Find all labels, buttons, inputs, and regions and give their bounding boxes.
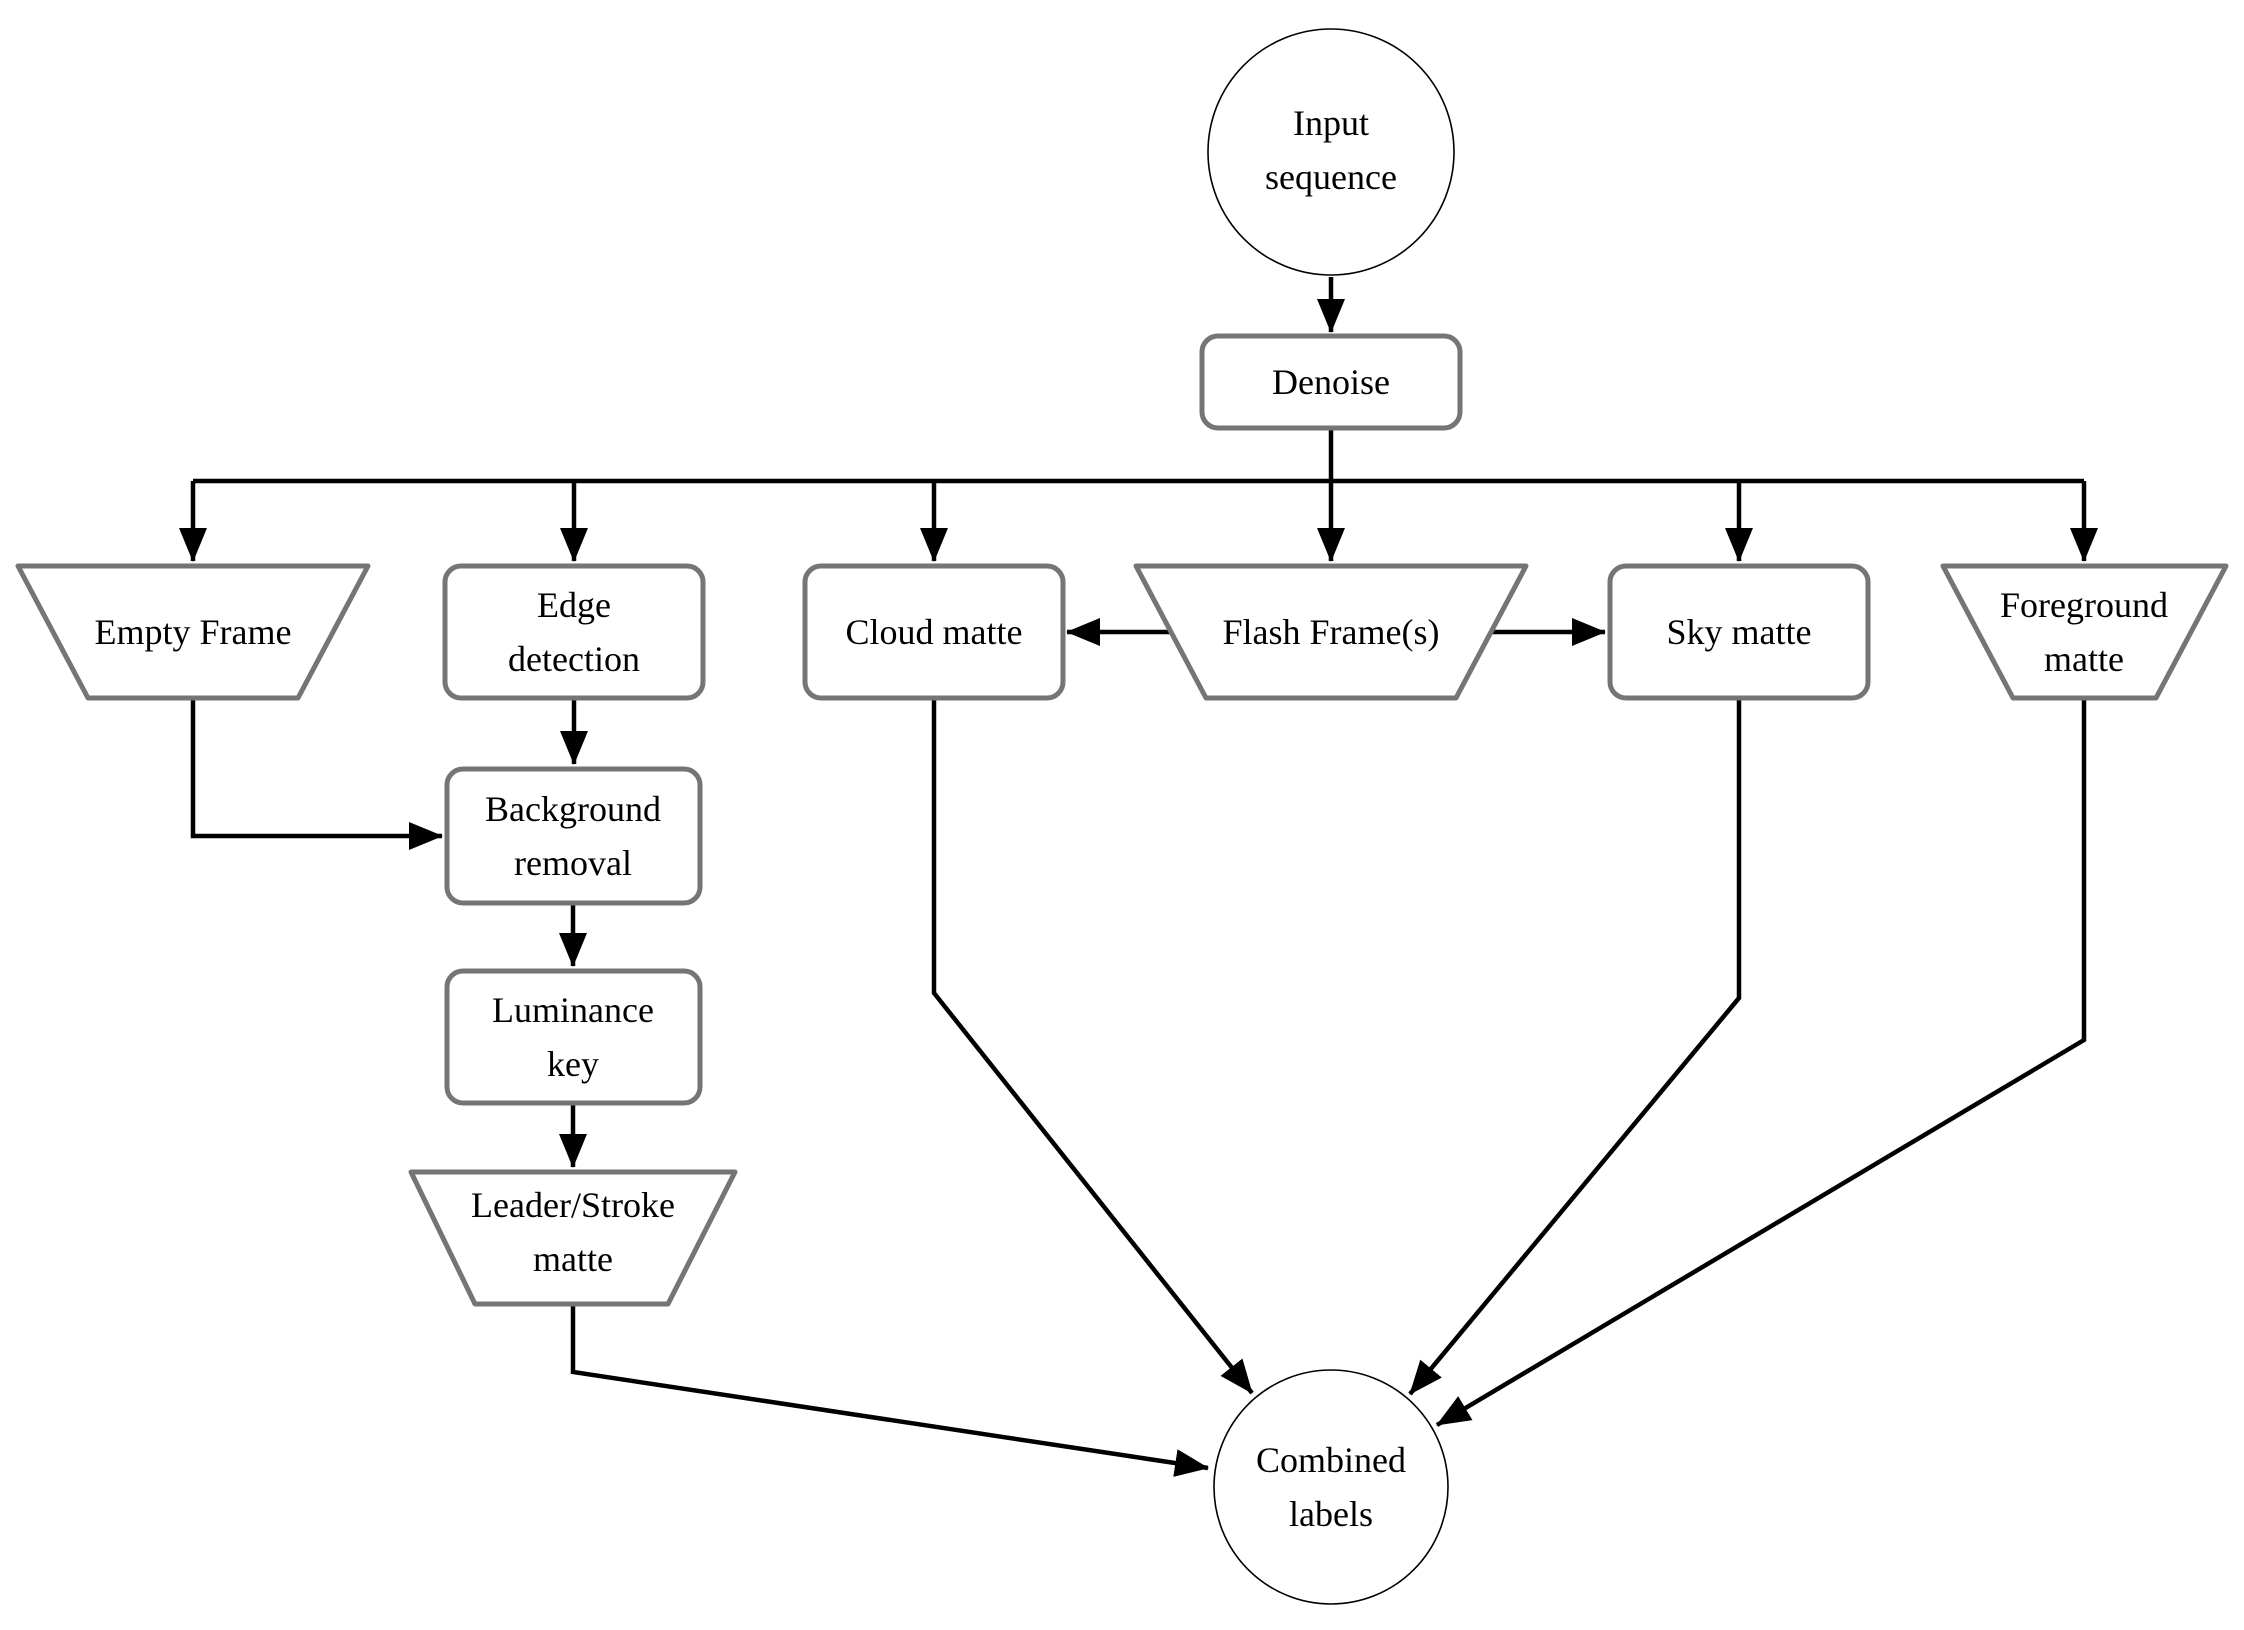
input-sequence-node (1207, 28, 1455, 276)
combined-labels-node (1213, 1369, 1449, 1605)
edge-foreground-to-combined (1435, 698, 2087, 1427)
diagram-edges (179, 277, 2098, 1477)
edge-sky-to-combined (1408, 698, 1742, 1396)
diagram-nodes (15, 28, 2229, 1605)
empty-frame-node (15, 563, 371, 701)
leader-stroke-matte-node (408, 1169, 738, 1307)
edge-empty-frame-to-background-removal (190, 698, 443, 850)
cloud-matte-node (802, 563, 1066, 701)
flash-frames-node (1133, 563, 1529, 701)
denoise-node (1199, 333, 1463, 431)
background-removal-node (444, 766, 703, 906)
sky-matte-node (1607, 563, 1871, 701)
luminance-key-node (444, 968, 703, 1106)
edge-detection-node (442, 563, 706, 701)
edge-cloud-to-combined (931, 698, 1254, 1395)
edge-leader-stroke-to-combined (570, 1304, 1209, 1477)
foreground-matte-node (1940, 563, 2229, 701)
